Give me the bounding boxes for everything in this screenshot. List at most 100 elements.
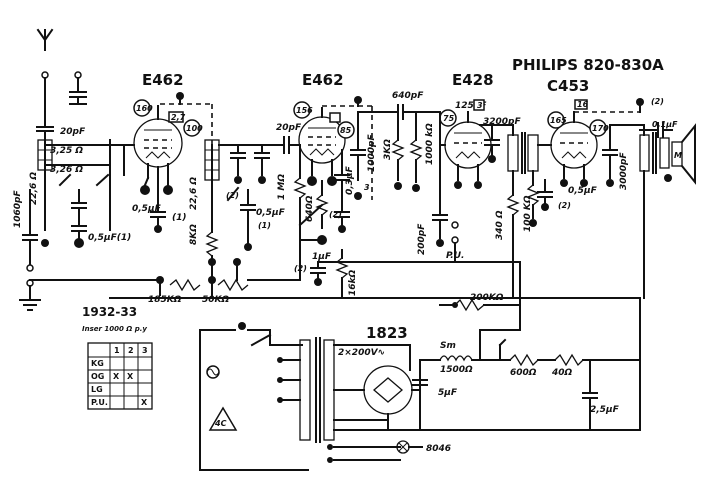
switch-table: [87, 342, 153, 410]
switch-table-cell: X: [127, 372, 134, 381]
label-c-640pf: 640pF: [392, 91, 424, 101]
label-pin-75: 75: [443, 114, 455, 123]
rectifier-tube: [363, 365, 413, 429]
switch-table-cell: X: [141, 398, 148, 407]
tube-4-pin-170: [589, 119, 607, 137]
tube-3-box-3: [473, 99, 485, 111]
note-label: Inser 1000 Ω p.y: [82, 325, 147, 333]
label-l-325: 3,25 Ω: [50, 146, 83, 156]
label-r-226b: 22,6 Ω: [189, 177, 199, 210]
interstage-transformer: [507, 132, 539, 174]
output-transformer: [639, 132, 670, 174]
tube-2-symbol: [298, 107, 346, 176]
tube-2-pin-156: [293, 101, 311, 119]
label-c-05uf-7: 0,5μF: [568, 186, 598, 196]
label-c-05uf-1: 0,5μF(1): [88, 233, 131, 243]
tube-label-1: E462: [142, 71, 184, 89]
label-r-50k: 50KΩ: [202, 295, 229, 305]
tube-4-symbol: [550, 111, 598, 179]
label-mark-2b: (2): [329, 210, 342, 219]
switch-table-col-header: 3: [142, 346, 148, 355]
label-r-1m: 1 MΩ: [277, 174, 287, 200]
label-mark-1: (1): [172, 213, 187, 223]
label-spk: M: [674, 151, 682, 160]
tube-1-symbol: [133, 105, 183, 181]
label-mark-2d: (2): [558, 201, 571, 210]
label-r-600: 600Ω: [510, 368, 537, 378]
label-r-40: 40Ω: [551, 368, 573, 378]
mains-transformer: [299, 337, 335, 443]
label-r-200k: 200KΩ: [470, 293, 504, 303]
label-c-3000pf: 3000pF: [619, 152, 629, 190]
fuse-triangle: [208, 406, 238, 431]
label-r-3k: 3KΩ: [383, 139, 393, 160]
tube-1-pin-160: [133, 99, 151, 117]
label-l-326: 3,26 Ω: [50, 165, 83, 175]
label-r-640: 640Ω: [305, 195, 315, 222]
switch-table-row-label: OG: [91, 372, 104, 381]
switch-table-cell: X: [113, 372, 120, 381]
label-xfmr: 2×200V∿: [338, 348, 385, 358]
diagram-title: PHILIPS 820-830A: [512, 56, 664, 74]
label-mark-1b: (1): [258, 221, 271, 230]
loudspeaker-symbol: [671, 123, 696, 185]
year-label: 1932-33: [82, 305, 137, 319]
label-r-16k: 16kΩ: [348, 269, 358, 296]
label-pin-3: 3: [477, 101, 483, 110]
label-c-03uf: 0,3μF: [345, 165, 355, 195]
label-r-1500: 1500Ω: [440, 365, 473, 375]
label-c-1000pf: 1000pF: [367, 134, 377, 172]
label-c-05uf-3: 0,5μF: [256, 208, 286, 218]
switch-table-col-header: 2: [128, 346, 134, 355]
label-c-25uf: 2,5μF: [590, 405, 620, 415]
label-pin-27: 2,7: [171, 113, 186, 122]
label-r-226: 22,6 Ω: [29, 172, 39, 205]
label-mark-2: (2): [226, 191, 239, 200]
pickup-terminal-1: [451, 221, 459, 229]
label-pin-170: 170: [592, 124, 609, 133]
label-r-100k: 100 KΩ: [523, 195, 533, 232]
label-r-1000k: 1000 kΩ: [425, 123, 435, 165]
tube-4-pin-165: [547, 111, 565, 129]
tube-1-pin-100: [183, 119, 201, 137]
label-c-20pf-in: 20pF: [60, 127, 86, 137]
label-pin-100: 100: [186, 124, 203, 133]
label-pin-160: 160: [136, 104, 153, 113]
label-sm: Sm: [440, 341, 456, 351]
rectifier-label: 1823: [366, 324, 408, 342]
switch-table-row-label: KG: [91, 359, 104, 368]
label-r-8k: 8KΩ: [189, 224, 199, 245]
label-pin-165: 165: [550, 116, 567, 125]
label-r-185k: 185KΩ: [148, 295, 182, 305]
tube-label-2: E462: [302, 71, 344, 89]
tube-4-box-16: [574, 99, 588, 110]
label-c-200pf: 200pF: [417, 223, 427, 255]
label-c-3200pf: 3200pF: [483, 117, 521, 127]
antenna-coil-block: [37, 130, 111, 231]
switch-table-row-label: LG: [91, 385, 103, 394]
label-pin-85: 85: [340, 126, 352, 135]
label-c-05uf-2: 0,5μF: [132, 204, 162, 214]
antenna-symbol: [36, 28, 54, 51]
switch-table-col-header: 1: [114, 346, 120, 355]
label-lamp: 8046: [426, 444, 451, 454]
label-fuse: 4C: [214, 419, 227, 428]
label-c-01uf: 0,1μF: [652, 120, 678, 129]
switch-table-row-label: P.U.: [91, 398, 108, 407]
label-r-340: 340 Ω: [495, 210, 505, 240]
label-mark-2e: (2): [651, 97, 664, 106]
label-c-1060: 1060pF: [13, 190, 23, 228]
label-mark-3: 3: [364, 183, 370, 192]
label-c-5uf: 5μF: [438, 388, 458, 398]
tube-1-box-27: [168, 111, 184, 123]
tube-2-box: [329, 112, 341, 123]
label-pin-156: 156: [296, 106, 313, 115]
tube-label-4: C453: [547, 77, 589, 95]
tube-2-pin-85: [337, 121, 355, 139]
label-c-125pf: 125pF: [455, 101, 487, 111]
label-pin-16: 16: [577, 100, 589, 109]
label-c-20pf-2: 20pF: [276, 123, 302, 133]
